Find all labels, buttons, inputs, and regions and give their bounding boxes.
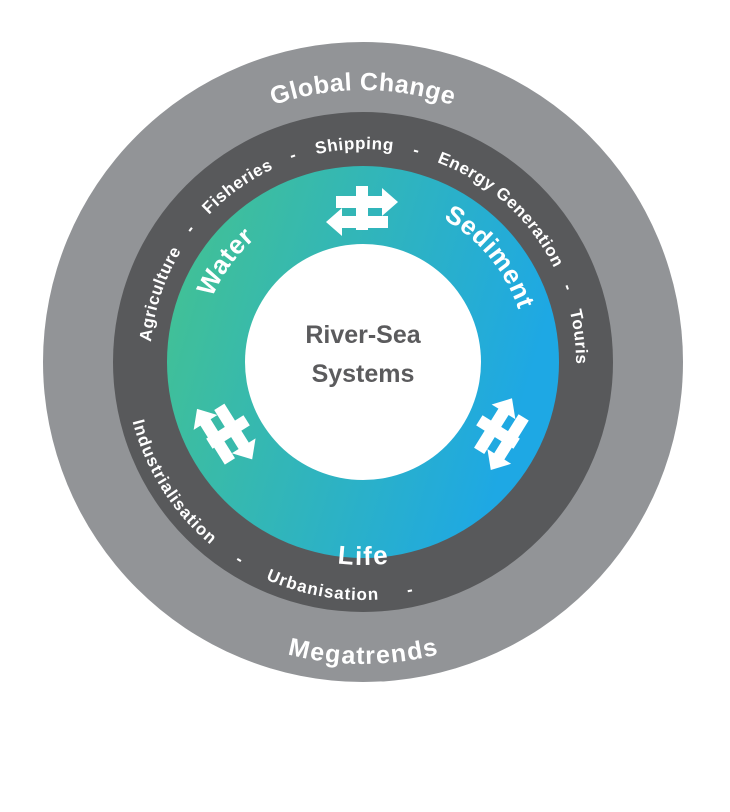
center-disc	[245, 244, 481, 480]
center-title-line1: River-Sea	[305, 321, 421, 349]
center-title-line2: Systems	[312, 360, 415, 388]
